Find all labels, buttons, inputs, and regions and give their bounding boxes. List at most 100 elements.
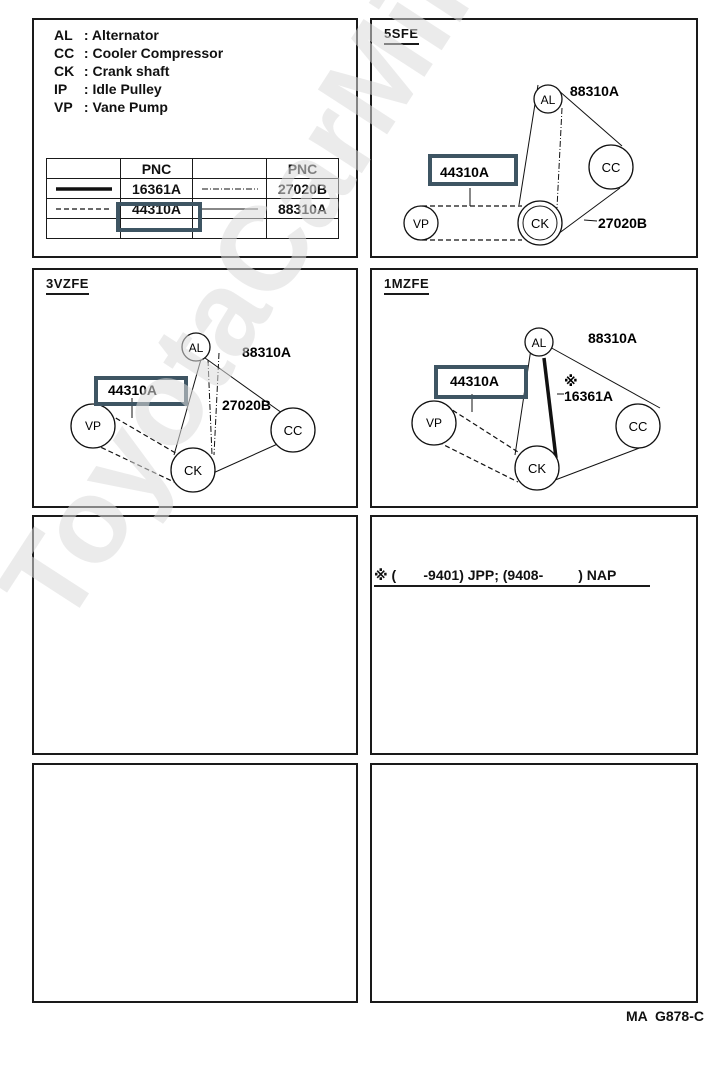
- legend-item: VP : Vane Pump: [54, 99, 168, 115]
- mark-symbol: ※: [564, 373, 578, 389]
- legend-item: CK : Crank shaft: [54, 63, 170, 79]
- label-al: AL: [541, 93, 556, 107]
- pnc-header: PNC: [120, 158, 193, 179]
- pulley-cc: [615, 403, 661, 449]
- panel-5sfe: 5SFE AL CC CK VP 88310A 27020B 44310A: [370, 18, 698, 258]
- legend-code: CK: [54, 63, 75, 79]
- table-header-row: PNC PNC: [46, 158, 339, 179]
- pulley-ck: [170, 447, 216, 493]
- note-panel: ※ ( -9401) JPP; (9408- ) NAP: [370, 515, 698, 755]
- empty-panel: [32, 515, 358, 755]
- table-row: 16361A 27020B: [46, 178, 339, 199]
- belt-44310a-line: [445, 405, 519, 453]
- belt-27020b-line: [213, 352, 220, 456]
- solid-thick-line-sample: [46, 178, 121, 199]
- panel-title: 1MZFE: [384, 276, 430, 295]
- pnc-header: PNC: [266, 158, 339, 179]
- belt-44310a-line: [101, 409, 180, 456]
- empty-panel: [370, 763, 698, 1003]
- legend-name: Idle Pulley: [92, 81, 162, 97]
- empty-cell: [266, 218, 339, 239]
- label-vp: VP: [85, 419, 101, 433]
- belt-27020b-line: [207, 359, 213, 456]
- label-cc: CC: [629, 419, 648, 434]
- pnc-label-16361a: 16361A: [564, 388, 613, 404]
- legend-name: Alternator: [91, 27, 159, 43]
- pulley-vp: [403, 205, 439, 241]
- leader-line: [583, 219, 598, 222]
- pnc-cell: 88310A: [266, 198, 339, 219]
- belt-88310a-line: [557, 187, 621, 235]
- belt-88310a-line: [173, 344, 206, 456]
- label-ck: CK: [528, 461, 546, 476]
- pulley-al: [524, 327, 554, 357]
- panel-title: 3VZFE: [46, 276, 89, 295]
- legend-code: VP: [54, 99, 73, 115]
- legend-item: CC : Cooler Compressor: [54, 45, 224, 61]
- highlight-box: [116, 202, 202, 232]
- empty-cell: [192, 218, 267, 239]
- belt-88310a-line: [541, 446, 643, 486]
- pnc-label-27020b: 27020B: [222, 397, 271, 413]
- panel-3vzfe: 3VZFE AL CC CK VP 88310A 27020B 44310A: [32, 268, 358, 508]
- pnc-cell: 27020B: [266, 178, 339, 199]
- label-vp: VP: [426, 416, 442, 430]
- legend-item: AL : Alternator: [54, 27, 159, 43]
- legend-item: IP : Idle Pulley: [54, 81, 162, 97]
- belt-16361a-line: [542, 357, 558, 459]
- legend-code: IP: [54, 81, 68, 97]
- belt-44310a-line: [437, 441, 519, 483]
- line-style-cell: [46, 158, 121, 179]
- label-ck: CK: [184, 463, 202, 478]
- belt-88310a-line: [557, 89, 623, 147]
- legend-name: Cooler Compressor: [92, 45, 224, 61]
- empty-cell: [46, 218, 121, 239]
- belt-44310a-line: [93, 443, 175, 483]
- dashed-line-sample: [46, 198, 121, 219]
- belt-88310a-line: [204, 357, 290, 419]
- legend-name: Vane Pump: [92, 99, 168, 115]
- label-al: AL: [532, 336, 547, 350]
- label-vp: VP: [413, 217, 429, 231]
- pnc-label-27020b: 27020B: [598, 215, 647, 231]
- legend-code: CC: [54, 45, 75, 61]
- pulley-ck: [514, 445, 560, 491]
- belt-diagram-5sfe: AL CC CK VP 88310A 27020B 44310A: [403, 83, 647, 246]
- pnc-label-88310a: 88310A: [242, 344, 291, 360]
- pulley-ck-inner: [522, 205, 558, 241]
- pulley-vp: [70, 403, 116, 449]
- label-ck: CK: [531, 216, 549, 231]
- solid-thin-line-sample: [192, 198, 267, 219]
- highlight-box: [428, 154, 518, 186]
- belt-diagram-1mzfe: AL CC CK VP 88310A ※ 16361A 44310A: [411, 327, 661, 491]
- pnc-label-44310a: 44310A: [440, 164, 489, 180]
- label-cc: CC: [602, 160, 621, 175]
- belt-diagram-3vzfe: AL CC CK VP 88310A 27020B 44310A: [70, 332, 316, 493]
- pulley-al: [533, 84, 563, 114]
- pnc-label-88310a: 88310A: [588, 330, 637, 346]
- pulley-ck: [517, 200, 563, 246]
- pnc-label-44310a: 44310A: [108, 382, 157, 398]
- figure-code: MA G878-C: [625, 1008, 704, 1024]
- label-cc: CC: [284, 423, 303, 438]
- empty-panel: [32, 763, 358, 1003]
- highlight-box: [94, 376, 188, 406]
- pulley-vp: [411, 400, 457, 446]
- legend-list: AL : Alternator CC : Cooler Compressor C…: [54, 26, 223, 116]
- panel-title: 5SFE: [384, 26, 419, 45]
- pulley-al: [181, 332, 211, 362]
- pulley-cc: [270, 407, 316, 453]
- panel-1mzfe: 1MZFE AL CC CK VP 88310A ※ 16361A 44310A: [370, 268, 698, 508]
- dash-dot-line-sample: [192, 178, 267, 199]
- highlight-box: [434, 365, 528, 399]
- legend-name: Crank shaft: [92, 63, 170, 79]
- pnc-cell: 16361A: [120, 178, 193, 199]
- pnc-label-88310a: 88310A: [570, 83, 619, 99]
- legend-code: AL: [54, 27, 73, 43]
- applicability-note: ※ ( -9401) JPP; (9408- ) NAP: [374, 567, 650, 587]
- legend-panel: AL : Alternator CC : Cooler Compressor C…: [32, 18, 358, 258]
- pnc-label-44310a: 44310A: [450, 373, 499, 389]
- line-style-cell: [192, 158, 267, 179]
- pulley-cc: [588, 144, 634, 190]
- belt-88310a-line: [547, 345, 661, 409]
